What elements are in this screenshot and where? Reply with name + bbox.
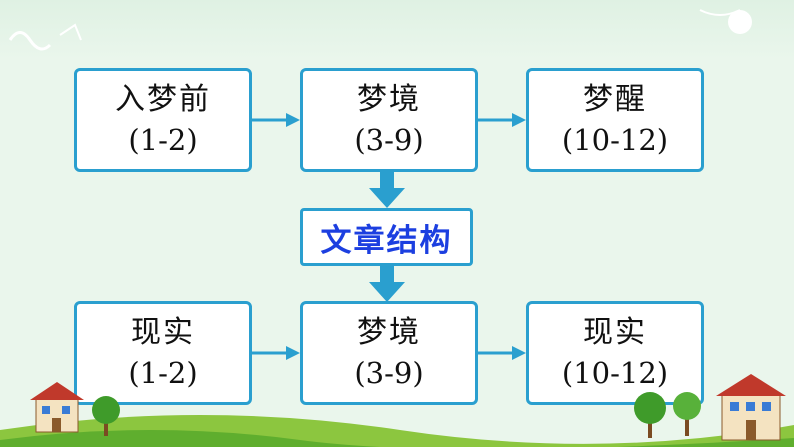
box-range: (10-12)	[561, 123, 669, 157]
landscape-decoration	[0, 374, 794, 447]
box-range: (10-12)	[561, 356, 669, 390]
header-band	[0, 0, 794, 60]
house-icon	[30, 382, 84, 433]
down-arrow-icon	[369, 266, 405, 302]
bottom-box-dream: 梦境 (3-9)	[300, 301, 478, 405]
right-arrow-icon	[252, 346, 300, 360]
box-title: 现实	[583, 315, 647, 350]
box-title: 梦境	[357, 82, 421, 117]
top-box-dream: 梦境 (3-9)	[300, 68, 478, 172]
right-arrow-icon	[478, 113, 526, 127]
right-arrow-icon	[252, 113, 300, 127]
top-box-before-dream: 入梦前 (1-2)	[74, 68, 252, 172]
box-range: (3-9)	[354, 356, 424, 390]
house-icon	[716, 374, 786, 441]
tree-icon	[634, 392, 666, 438]
chalk-scribble-decoration	[8, 9, 752, 51]
box-title: 梦境	[357, 315, 421, 350]
bottom-box-reality-end: 现实 (10-12)	[526, 301, 704, 405]
box-range: (1-2)	[128, 123, 198, 157]
box-range: (1-2)	[128, 356, 198, 390]
down-arrow-icon	[369, 172, 405, 208]
top-box-wake: 梦醒 (10-12)	[526, 68, 704, 172]
box-title: 现实	[131, 315, 195, 350]
article-structure-label: 文章结构	[300, 208, 473, 266]
box-title: 入梦前	[115, 82, 211, 117]
box-range: (3-9)	[354, 123, 424, 157]
bottom-box-reality: 现实 (1-2)	[74, 301, 252, 405]
tree-icon	[673, 392, 701, 436]
box-title: 梦醒	[583, 82, 647, 117]
right-arrow-icon	[478, 346, 526, 360]
tree-icon	[92, 396, 120, 436]
